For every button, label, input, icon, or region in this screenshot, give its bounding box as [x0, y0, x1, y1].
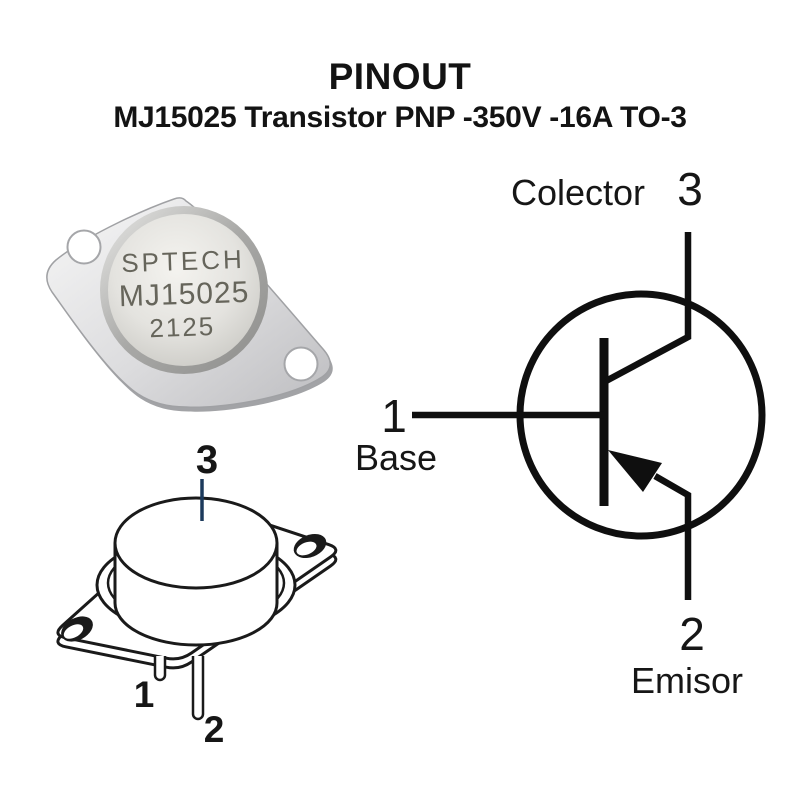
pin3-label: 3 [196, 445, 218, 482]
emitter-arrow [608, 450, 662, 492]
page-title: PINOUT [328, 56, 472, 97]
pin2-label: 2 [204, 709, 225, 750]
mounting-hole [283, 346, 319, 382]
brand-marking: SPTECH [121, 244, 245, 278]
mounting-hole [293, 533, 327, 559]
emitter-lead [653, 473, 692, 600]
base-number-label: 1 [381, 390, 407, 442]
collector-number-label: 3 [677, 163, 703, 215]
collector-lead [604, 232, 692, 384]
mounting-hole [66, 229, 102, 265]
pin-2 [191, 656, 205, 721]
emitter-name-label: Emisor [631, 660, 743, 701]
schematic-symbol: Colector 3 1 Base 2 Emisor [355, 163, 766, 701]
transistor-photo: SPTECH MJ15025 2125 [46, 197, 333, 412]
pin1-label: 1 [134, 674, 155, 715]
package-drawing: 3 1 2 [56, 445, 338, 750]
part-number-marking: MJ15025 [118, 276, 249, 314]
base-name-label: Base [355, 437, 437, 478]
date-code-marking: 2125 [149, 311, 216, 343]
can-engraving: SPTECH MJ15025 2125 [118, 244, 249, 343]
can-face [108, 214, 260, 366]
emitter-number-label: 2 [679, 608, 705, 660]
can-top [113, 496, 279, 590]
collector-name-label: Colector [511, 172, 645, 213]
page-subtitle: MJ15025 Transistor PNP -350V -16A TO-3 [113, 101, 687, 134]
mounting-hole [61, 616, 93, 642]
pin-1 [153, 656, 167, 682]
